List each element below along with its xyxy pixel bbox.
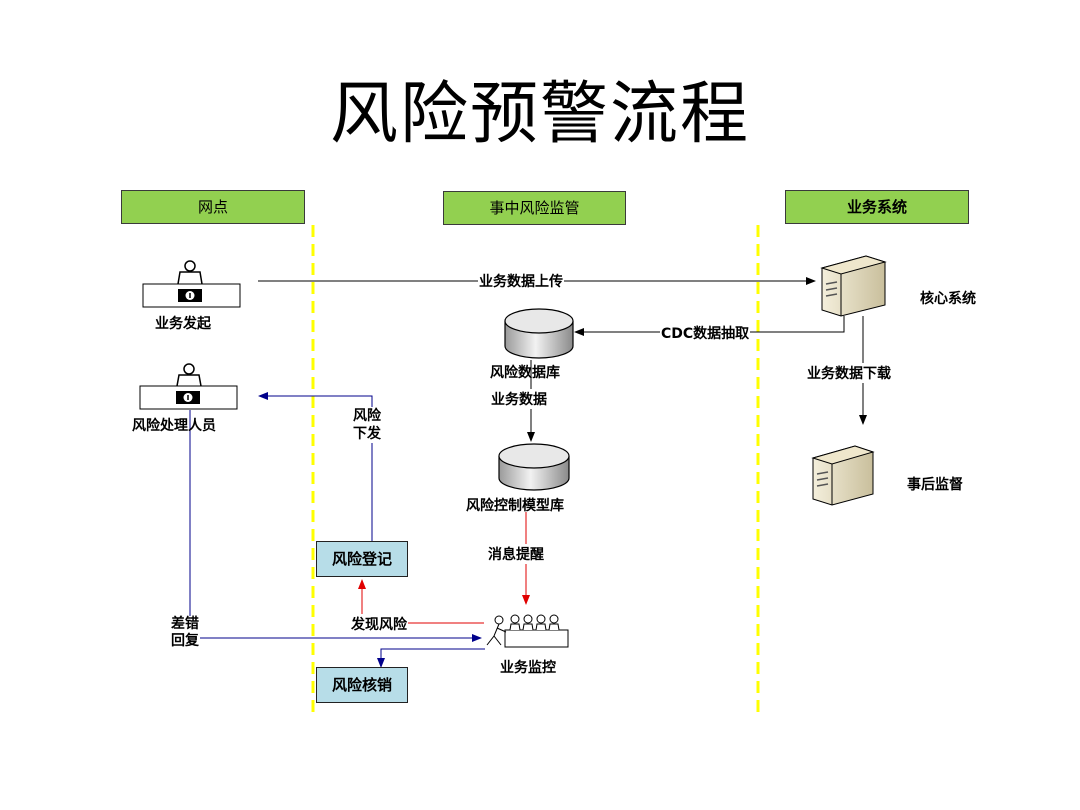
edge-label-error-reply: 差错 回复 bbox=[170, 616, 200, 650]
node-label-core: 核心系统 bbox=[920, 291, 976, 307]
edge-label-biz-data: 业务数据 bbox=[490, 389, 548, 409]
node-label-monitor: 业务监控 bbox=[500, 660, 556, 676]
edge-error-reply bbox=[189, 410, 482, 642]
node-label-model-db: 风险控制模型库 bbox=[466, 498, 564, 514]
lane-header-branch: 网点 bbox=[121, 190, 305, 224]
desk-person-icon bbox=[142, 260, 241, 308]
database-icon bbox=[498, 443, 570, 491]
node-label-post-audit: 事后监督 bbox=[907, 477, 963, 493]
edge-label-notify: 消息提醒 bbox=[487, 544, 545, 564]
desk-person-icon bbox=[139, 363, 238, 410]
edge-label-download: 业务数据下载 bbox=[806, 363, 892, 383]
node-label-handler: 风险处理人员 bbox=[132, 418, 216, 434]
edge-label-find-risk: 发现风险 bbox=[350, 614, 408, 634]
database-icon bbox=[504, 308, 574, 359]
process-box-writeoff: 风险核销 bbox=[316, 667, 408, 703]
server-icon bbox=[820, 255, 887, 317]
lane-header-business-system: 业务系统 bbox=[785, 190, 969, 224]
lane-header-monitoring: 事中风险监管 bbox=[443, 191, 626, 225]
server-icon bbox=[811, 445, 875, 506]
process-box-register: 风险登记 bbox=[316, 541, 408, 577]
page-title: 风险预警流程 bbox=[329, 75, 750, 154]
node-label-risk-db: 风险数据库 bbox=[490, 365, 560, 381]
edge-label-upload: 业务数据上传 bbox=[478, 271, 564, 291]
edge-label-dispatch: 风险 下发 bbox=[352, 407, 382, 443]
edge-label-cdc: CDC数据抽取 bbox=[660, 323, 751, 343]
edge-writeoff bbox=[377, 648, 485, 668]
monitoring-team-icon bbox=[486, 614, 569, 648]
edge-dispatch bbox=[258, 392, 373, 541]
node-label-initiate: 业务发起 bbox=[155, 316, 211, 332]
